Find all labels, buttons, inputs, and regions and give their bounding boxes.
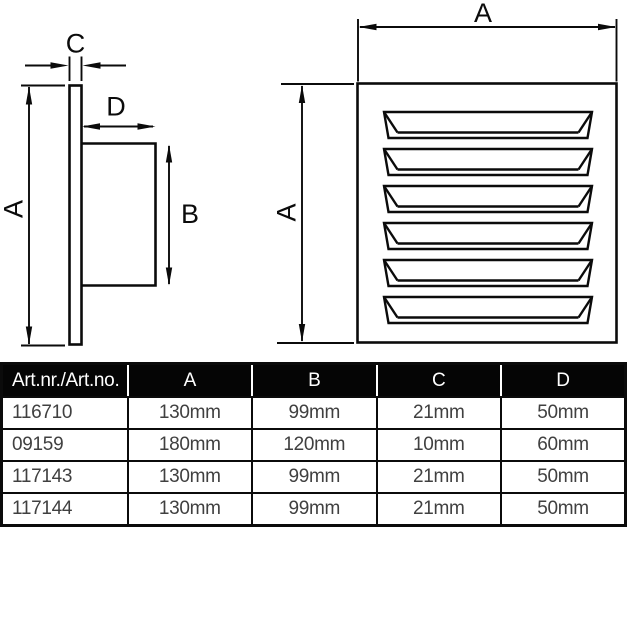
dim-label-d: D [106,92,126,122]
cell-article: 117144 [0,492,129,527]
cell-article: 117143 [0,460,129,494]
front-view-drawing: A A [272,0,618,344]
arrowhead [165,144,173,163]
side-view-drawing: C A D B [0,29,199,347]
cell-d: 50mm [500,460,627,494]
arrowhead [165,267,173,286]
cell-d: 50mm [500,492,627,527]
cell-a: 180mm [126,428,253,462]
arrowhead [82,62,101,69]
table-row: 117144 130mm 99mm 21mm 50mm [0,492,627,527]
dimension-a-left [277,83,354,344]
cell-c: 21mm [375,396,502,430]
dimensions-table: Art.nr./Art.no. A B C D 116710 130mm 99m… [0,362,627,527]
dimension-a-side [21,84,65,347]
dim-label-a-side: A [0,200,29,218]
dim-label-c: C [66,29,86,59]
arrowhead [50,62,69,69]
cell-a: 130mm [126,396,253,430]
dim-label-a-top: A [474,0,492,28]
cell-c: 10mm [375,428,502,462]
arrowhead [598,23,616,31]
cell-b: 120mm [251,428,378,462]
duct-outline [81,142,157,287]
table-row: 117143 130mm 99mm 21mm 50mm [0,460,627,494]
arrowhead [25,86,33,105]
arrowhead [358,23,377,31]
arrowhead [25,326,33,345]
cell-c: 21mm [375,492,502,527]
dim-label-b: B [181,199,199,229]
dimension-c [25,56,126,81]
arrowhead [298,85,306,103]
cell-a: 130mm [126,492,253,527]
header-cell-article: Art.nr./Art.no. [1,363,129,398]
header-cell-d: D [500,363,626,398]
arrowhead [137,123,156,130]
cell-c: 21mm [375,460,502,494]
plate-outline [68,84,83,346]
dim-label-a-left: A [272,203,302,221]
cell-d: 60mm [500,428,627,462]
header-cell-c: C [375,363,502,398]
cell-a: 130mm [126,460,253,494]
cell-article: 116710 [0,396,129,430]
cell-b: 99mm [251,492,378,527]
table-row: 116710 130mm 99mm 21mm 50mm [0,396,627,430]
arrowhead [82,123,100,130]
arrowhead [298,324,306,342]
table-header-row: Art.nr./Art.no. A B C D [1,363,626,398]
technical-drawing: C A D B [0,0,618,347]
header-cell-b: B [251,363,378,398]
header-cell-a: A [126,363,253,398]
cell-b: 99mm [251,396,378,430]
cell-d: 50mm [500,396,627,430]
dimension-a-top [357,19,618,82]
cell-article: 09159 [0,428,129,462]
table-row: 09159 180mm 120mm 10mm 60mm [0,428,627,462]
cell-b: 99mm [251,460,378,494]
